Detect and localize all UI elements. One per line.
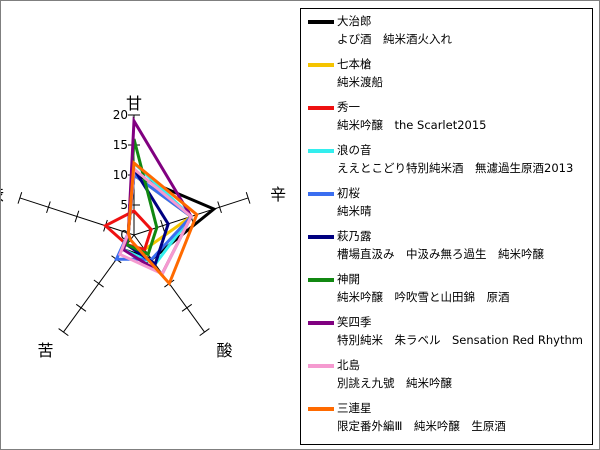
- legend-item: 笑四季特別純米 朱ラベル Sensation Red Rhythm: [301, 314, 592, 358]
- axis-tick-4-4: [17, 192, 23, 204]
- legend-item: 神開純米吟醸 吟吹雪と山田錦 原酒: [301, 271, 592, 315]
- legend-brand: 秀一: [337, 100, 360, 114]
- series-9: [126, 160, 199, 287]
- legend-swatch: [308, 192, 334, 196]
- legend-item: 秀一純米吟醸 the Scarlet2015: [301, 99, 592, 143]
- legend-swatch: [308, 235, 334, 239]
- tick-label-2: 10: [113, 168, 128, 182]
- axis-label-3: 苦: [37, 341, 53, 360]
- legend-brand: 大治郎: [337, 14, 372, 28]
- axis-tick-3-4: [58, 328, 69, 337]
- legend-brand: 三連星: [337, 401, 372, 415]
- legend-brand: 七本槍: [337, 57, 372, 71]
- axis-label-4: 渋: [1, 185, 4, 204]
- legend-item: 北島別誂え九號 純米吟醸: [301, 357, 592, 401]
- axis-tick-1-4: [245, 192, 251, 204]
- tick-label-4: 20: [113, 108, 128, 122]
- legend-swatch: [308, 20, 334, 24]
- legend-product: 限定番外編Ⅲ 純米吟醸 生原酒: [337, 419, 506, 433]
- legend-product: 純米晴: [337, 204, 372, 218]
- legend-swatch: [308, 364, 334, 368]
- legend-item: 萩乃露槽場直汲み 中汲み無ろ過生 純米吟醸: [301, 228, 592, 272]
- legend-item: 初桜純米晴: [301, 185, 592, 229]
- legend-item: 三連星限定番外編Ⅲ 純米吟醸 生原酒: [301, 400, 592, 444]
- axis-tick-3-3: [75, 303, 87, 312]
- legend-brand: 萩乃露: [337, 229, 372, 243]
- axis-tick-2-4: [199, 328, 210, 337]
- legend-item: 大治郎よび酒 純米酒火入れ: [301, 13, 592, 57]
- axis-tick-1-3: [217, 201, 222, 214]
- legend-product: ええとこどり特別純米酒 無濾過生原酒2013: [337, 161, 574, 175]
- legend-swatch: [308, 278, 334, 282]
- legend-item: 七本槍純米渡船: [301, 56, 592, 100]
- axis-tick-1-1: [160, 219, 165, 232]
- legend-product: よび酒 純米酒火入れ: [337, 32, 452, 46]
- legend-product: 純米吟醸 吟吹雪と山田錦 原酒: [337, 290, 510, 304]
- legend-brand: 神開: [337, 272, 360, 286]
- legend-product: 槽場直汲み 中汲み無ろ過生 純米吟醸: [337, 247, 544, 261]
- legend-swatch: [308, 321, 334, 325]
- tick-label-0: 0: [120, 228, 128, 242]
- legend-swatch: [308, 63, 334, 67]
- axis-label-0: 甘: [126, 94, 142, 113]
- legend: 大治郎よび酒 純米酒火入れ七本槍純米渡船秀一純米吟醸 the Scarlet20…: [300, 8, 593, 445]
- legend-swatch: [308, 149, 334, 153]
- legend-product: 別誂え九號 純米吟醸: [337, 376, 452, 390]
- legend-product: 純米吟醸 the Scarlet2015: [337, 118, 487, 132]
- legend-brand: 浪の音: [337, 143, 372, 157]
- legend-swatch: [308, 106, 334, 110]
- legend-brand: 初桜: [337, 186, 360, 200]
- axis-tick-4-2: [74, 210, 80, 223]
- axis-label-2: 酸: [217, 341, 233, 360]
- legend-product: 純米渡船: [337, 75, 383, 89]
- tick-label-1: 5: [120, 198, 128, 212]
- legend-item: 浪の音ええとこどり特別純米酒 無濾過生原酒2013: [301, 142, 592, 186]
- axis-tick-4-3: [46, 201, 51, 214]
- legend-swatch: [308, 407, 334, 411]
- legend-product: 特別純米 朱ラベル Sensation Red Rhythm: [337, 333, 583, 347]
- tick-label-3: 15: [113, 138, 128, 152]
- axis-tick-3-2: [93, 279, 104, 288]
- legend-brand: 北島: [337, 358, 360, 372]
- legend-brand: 笑四季: [337, 315, 372, 329]
- axis-label-1: 辛: [270, 185, 286, 204]
- axis-tick-2-3: [181, 303, 193, 312]
